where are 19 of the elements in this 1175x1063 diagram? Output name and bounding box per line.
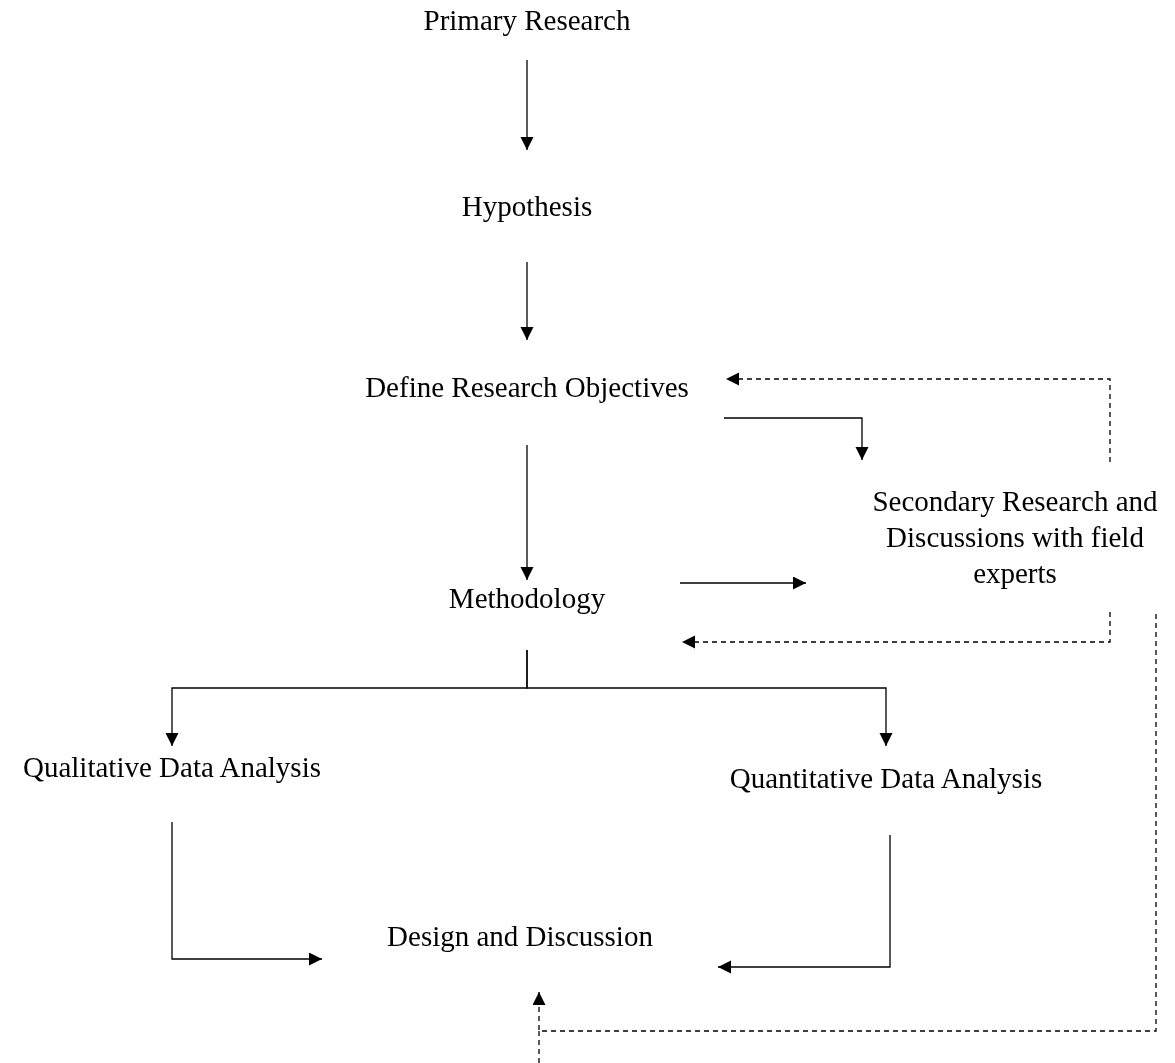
- step-label: Methodology: [447, 581, 607, 616]
- step-label: Primary Research: [422, 3, 632, 38]
- dashed-arrow: [532, 613, 1157, 1063]
- arrow: [520, 444, 534, 581]
- step-label: Design and Discussion: [386, 919, 654, 954]
- step-label: Quantitative Data Analysis: [728, 761, 1044, 796]
- step-label: Hypothesis: [460, 189, 594, 224]
- step-label: Define Research Objectives: [364, 370, 690, 405]
- dashed-arrow: [681, 611, 1111, 649]
- arrow: [717, 834, 891, 974]
- arrow: [171, 821, 323, 966]
- arrow: [679, 576, 807, 590]
- step-label: Secondary Research and Discussions with field experts: [871, 484, 1159, 591]
- arrow: [520, 59, 534, 151]
- arrow: [520, 261, 534, 341]
- arrow: [526, 649, 893, 747]
- arrow: [723, 417, 869, 461]
- step-label: Qualitative Data Analysis: [22, 750, 322, 785]
- dashed-arrow: [725, 372, 1111, 463]
